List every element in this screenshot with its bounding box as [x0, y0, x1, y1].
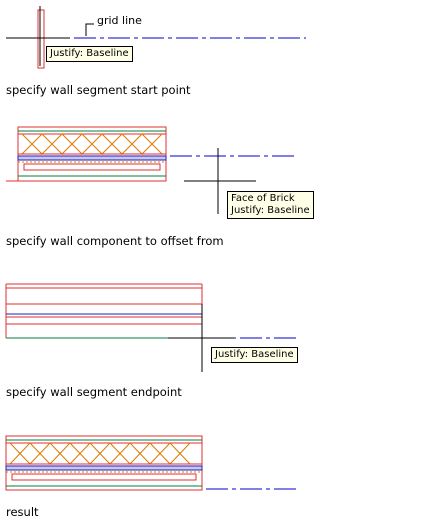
brick-course	[23, 163, 161, 171]
tooltip-line: Justify: Baseline	[50, 48, 129, 59]
justify-tooltip: Justify: Baseline	[211, 347, 298, 363]
result-drawing	[5, 435, 296, 491]
baseline-band	[5, 465, 203, 471]
wall-outline	[5, 435, 203, 491]
insulation-hatch-cross	[9, 442, 191, 465]
brick-course	[11, 473, 197, 481]
face-of-brick-tooltip: Face of Brick Justify: Baseline	[227, 191, 314, 219]
panel-result: result	[0, 430, 424, 523]
wall-stub	[37, 9, 45, 69]
step-caption: result	[6, 505, 39, 519]
tooltip-line: Justify: Baseline	[231, 205, 310, 216]
panel-endpoint: Justify: Baseline specify wall segment e…	[0, 276, 424, 406]
component-offset-drawing	[6, 126, 296, 214]
step-caption: specify wall segment endpoint	[6, 385, 182, 399]
insulation-hatch-cross	[21, 133, 163, 155]
step-caption: specify wall component to offset from	[6, 234, 224, 248]
baseline-band	[17, 155, 167, 161]
endpoint-drawing	[5, 283, 296, 372]
tooltip-line: Face of Brick	[231, 193, 295, 204]
start-point-drawing	[6, 6, 306, 69]
panel-component-offset: Face of Brick Justify: Baseline specify …	[0, 118, 424, 253]
grid-line-callout: grid line	[97, 14, 142, 27]
step-caption: specify wall segment start point	[6, 83, 191, 97]
tooltip-line: Justify: Baseline	[215, 349, 294, 360]
callout-leader	[85, 23, 94, 36]
justify-tooltip: Justify: Baseline	[46, 46, 133, 62]
panel-start-point: grid line Justify: Baseline specify wall…	[0, 0, 424, 100]
